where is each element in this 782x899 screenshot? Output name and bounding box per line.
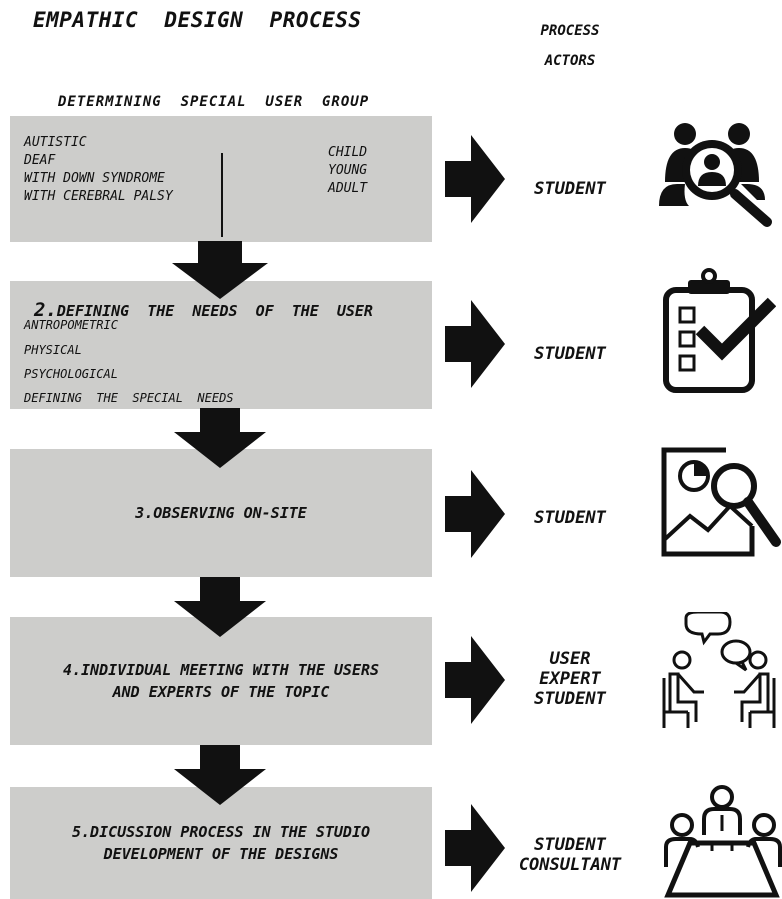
down-arrow-icon	[174, 408, 266, 468]
need-item: DEFINING THE SPECIAL NEEDS	[24, 391, 234, 405]
actor-label: STUDENT	[534, 835, 606, 855]
right-arrow-icon	[445, 470, 505, 558]
step3-actor: STUDENT	[500, 508, 640, 528]
right-arrow-icon	[445, 300, 505, 388]
conversation-icon	[662, 612, 776, 728]
step5-actor: STUDENT CONSULTANT	[500, 835, 640, 875]
down-arrow-icon	[172, 241, 268, 299]
down-arrow-icon	[174, 745, 266, 805]
age-group-list: CHILD YOUNG ADULT	[328, 144, 367, 198]
need-item: PHYSICAL	[24, 343, 82, 357]
step4-title-line1: 4.INDIVIDUAL MEETING WITH THE USERS	[62, 661, 380, 679]
step2-number: 2.	[34, 299, 57, 321]
need-item: PSYCHOLOGICAL	[24, 367, 118, 381]
step4-title-block: 4.INDIVIDUAL MEETING WITH THE USERS AND …	[10, 617, 432, 745]
step1-actor: STUDENT	[500, 179, 640, 199]
checklist-clipboard-icon	[663, 268, 776, 393]
user-search-icon	[659, 123, 772, 227]
actor-label: STUDENT	[534, 508, 606, 528]
actor-label: EXPERT	[539, 669, 601, 689]
step3-box: 3.OBSERVING ON-SITE	[10, 449, 432, 577]
meeting-table-icon	[664, 785, 782, 898]
age-group-item: YOUNG	[328, 163, 368, 178]
step2-title-text: DEFINING THE NEEDS OF THE USER	[56, 302, 373, 320]
actors-heading-line2: ACTORS	[544, 53, 596, 69]
user-group-list: AUTISTIC DEAF WITH DOWN SYNDROME WITH CE…	[24, 134, 173, 206]
age-group-item: ADULT	[328, 181, 368, 196]
step4-title-line2: AND EXPERTS OF THE TOPIC	[112, 683, 330, 701]
actor-label: STUDENT	[534, 344, 606, 364]
actor-label: STUDENT	[534, 689, 606, 709]
user-group-item: WITH DOWN SYNDROME	[24, 171, 165, 186]
user-group-item: WITH CEREBRAL PALSY	[24, 189, 173, 204]
step1-heading: DETERMINING SPECIAL USER GROUP	[58, 94, 370, 110]
step4-actor: USER EXPERT STUDENT	[500, 649, 640, 709]
image-search-icon	[661, 447, 781, 557]
step1-box: AUTISTIC DEAF WITH DOWN SYNDROME WITH CE…	[10, 116, 432, 242]
actors-heading-line1: PROCESS	[540, 23, 600, 39]
step5-box: 5.DICUSSION PROCESS IN THE STUDIO DEVELO…	[10, 787, 432, 899]
actors-heading: PROCESS ACTORS	[520, 16, 620, 76]
step5-title-block: 5.DICUSSION PROCESS IN THE STUDIO DEVELO…	[10, 787, 432, 899]
right-arrow-icon	[445, 804, 505, 892]
right-arrow-icon	[445, 135, 505, 223]
step5-title-line2: DEVELOPMENT OF THE DESIGNS	[103, 845, 339, 863]
user-group-item: AUTISTIC	[24, 135, 87, 150]
actor-label: STUDENT	[534, 179, 606, 199]
age-group-item: CHILD	[328, 145, 368, 160]
step2-box: 2.DEFINING THE NEEDS OF THE USER ANTROPO…	[10, 281, 432, 409]
step5-title-line1: 5.DICUSSION PROCESS IN THE STUDIO	[71, 823, 370, 841]
need-item: ANTROPOMETRIC	[24, 318, 118, 332]
step2-title: 2.DEFINING THE NEEDS OF THE USER	[34, 299, 373, 321]
diagram-title: EMPATHIC DESIGN PROCESS	[33, 8, 362, 32]
group-divider	[221, 153, 223, 237]
user-group-item: DEAF	[24, 153, 56, 168]
right-arrow-icon	[445, 636, 505, 724]
down-arrow-icon	[174, 577, 266, 637]
actor-label: CONSULTANT	[518, 855, 622, 875]
step3-title-block: 3.OBSERVING ON-SITE	[10, 449, 432, 577]
step4-box: 4.INDIVIDUAL MEETING WITH THE USERS AND …	[10, 617, 432, 745]
actor-label: USER	[549, 649, 591, 669]
step2-actor: STUDENT	[500, 344, 640, 364]
step3-title: 3.OBSERVING ON-SITE	[135, 504, 307, 522]
